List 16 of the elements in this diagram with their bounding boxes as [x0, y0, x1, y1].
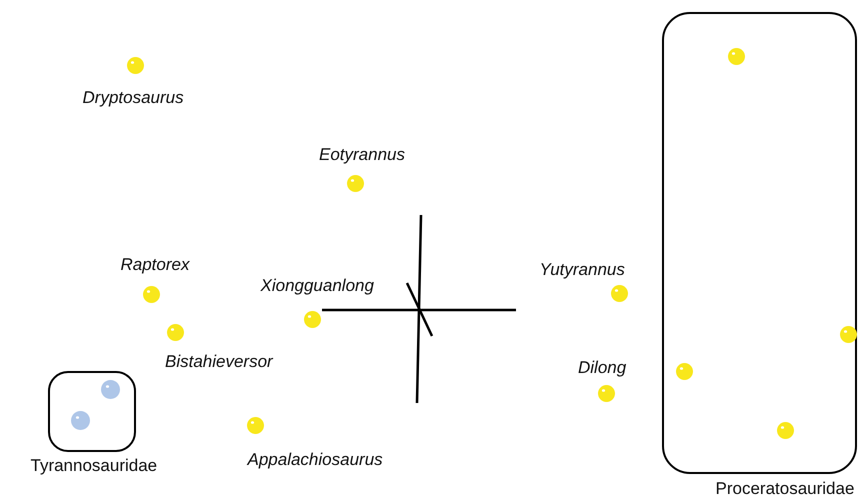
group-label: Tyrannosauridae — [30, 456, 158, 476]
taxon-label: Bistahieversor — [165, 352, 273, 372]
taxon-label: Dilong — [578, 358, 626, 378]
taxon-label: Appalachiosaurus — [248, 450, 383, 470]
dot-marker — [70, 410, 90, 430]
taxon-label: Xiongguanlong — [260, 276, 374, 296]
taxon-label: Raptorex — [120, 255, 190, 275]
taxon-label: Dryptosaurus — [82, 88, 184, 108]
taxon-label: Yutyrannus — [540, 260, 625, 280]
dot-marker — [776, 422, 794, 438]
dot-marker — [840, 326, 856, 342]
dot-marker — [728, 48, 744, 64]
dot-marker — [100, 380, 120, 398]
taxon-label: Eotyrannus — [319, 145, 405, 165]
dot-marker — [676, 362, 692, 380]
group-label: Proceratosauridae — [716, 479, 854, 499]
